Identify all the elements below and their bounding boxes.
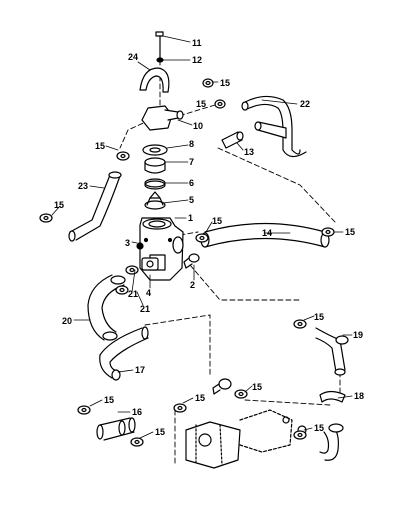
housing-cover-10 [141,105,184,131]
clamp-15-c [116,151,130,161]
washer-12 [156,57,164,63]
callout-15-d: 15 [54,200,64,210]
callout-13: 13 [244,147,254,157]
bracket-24 [139,67,170,93]
callout-15-f: 15 [345,227,355,237]
callout-15-k: 15 [155,427,165,437]
thermostat-7 [144,157,166,174]
callout-14: 14 [262,228,272,238]
callout-24: 24 [128,52,138,62]
fitting-13 [221,131,244,149]
callout-1: 1 [188,213,193,223]
hose-19 [315,327,349,376]
callout-15-e: 15 [212,216,222,226]
callout-7: 7 [189,157,194,167]
bracket-18 [319,390,346,403]
gasket-4 [141,257,159,271]
hose-17 [99,326,149,381]
callout-15-i: 15 [195,393,205,403]
hose-20 [87,274,126,341]
callout-8: 8 [189,139,194,149]
callout-17: 17 [135,365,145,375]
clamp-15-a [202,78,214,88]
callout-18: 18 [354,391,364,401]
callout-21-b: 21 [140,304,150,314]
clamp-21-b [115,285,129,295]
hose-lower-right [319,423,344,461]
callout-15-b: 15 [196,99,206,109]
callout-4: 4 [146,288,151,298]
callout-15-h: 15 [252,382,262,392]
clamp-15-l [293,430,307,440]
clamp-15-k [130,437,144,447]
dashed-assembly-lines [119,59,341,466]
hose-16 [96,417,136,441]
callout-12: 12 [192,55,202,65]
callout-15-g: 15 [314,312,324,322]
clamp-15-g [293,319,307,329]
callout-20: 20 [62,316,72,326]
thermostat-5 [144,191,166,210]
callout-19: 19 [353,330,363,340]
clamp-15-i [173,403,187,413]
thermostat-housing-1 [139,217,184,281]
seal-6 [144,178,166,188]
callout-15-a: 15 [220,78,230,88]
callout-11: 11 [192,38,202,48]
hose-23 [68,171,122,242]
callout-3: 3 [125,238,130,248]
clamp-15-j [77,405,91,415]
callout-15-l: 15 [314,423,324,433]
callout-labels: 11 12 24 15 15 22 10 15 8 13 7 6 23 5 15… [54,38,364,437]
callout-15-c: 15 [95,141,105,151]
callout-22: 22 [300,99,310,109]
hose-22 [241,95,307,158]
clamp-15-e [195,233,209,243]
clamp-21-a [125,265,139,275]
fitting-middle [212,378,232,395]
callout-5: 5 [189,195,194,205]
callout-16: 16 [132,407,142,417]
gasket-8 [142,144,168,156]
leader-lines [51,35,353,439]
callout-15-j: 15 [104,395,114,405]
clamp-15-d [39,213,53,223]
callout-23: 23 [78,181,88,191]
callout-2: 2 [190,280,195,290]
clamps [39,78,335,447]
clamp-15-b [214,99,226,109]
callout-21-a: 21 [128,289,138,299]
pump-assembly [185,409,307,469]
callout-10: 10 [193,121,203,131]
fitting-2 [183,253,200,269]
clamp-15-h [234,389,248,399]
plug-3 [136,242,144,250]
callout-6: 6 [189,178,194,188]
clamp-15-f [321,227,335,237]
